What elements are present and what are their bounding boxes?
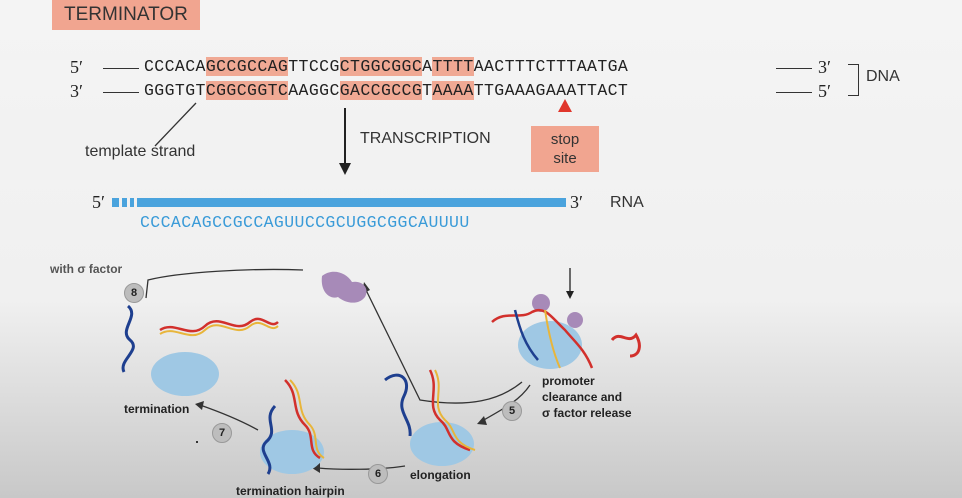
cycle-arrow-6-head (312, 463, 320, 473)
stop-site-label-line-2: site (553, 150, 577, 167)
dna-label: DNA (866, 68, 900, 85)
dna-seg-highlight: CTGGCGGC (339, 57, 423, 76)
template-strand-label: template strand (85, 143, 196, 160)
dna-strand-blue (384, 373, 412, 437)
cycle-arrow-6 (317, 465, 406, 470)
rna-sequence: CCCACAGCCGCCAGUUCCGCUGGCGGCAUUUU (140, 213, 470, 232)
dna-strand-red (491, 308, 594, 369)
dna-bottom-left-line (103, 92, 139, 93)
rna-dash (112, 198, 119, 207)
dna-strand-red (428, 369, 471, 452)
step-5-badge: 5 (502, 401, 522, 421)
dna-strand-yellow (159, 321, 279, 337)
dna-seg-highlight: AAAA (432, 81, 474, 100)
step-6-badge: 6 (368, 464, 388, 484)
dna-strand-blue (513, 309, 539, 361)
dna-seg: CCCACA (144, 57, 206, 76)
rna-bar (137, 198, 566, 207)
dna-seg-highlight: GACCGCCG (339, 81, 423, 100)
dna-strand-red (284, 379, 321, 460)
promoter-clearance-label: promoter clearance and σ factor release (542, 373, 632, 421)
dna-top-3prime: 3′ (818, 57, 831, 77)
terminator-title: TERMINATOR (52, 0, 200, 30)
dna-seg-highlight: CGGCGGTC (205, 81, 289, 100)
dna-top-strand: CCCACAGCCGCCAGTTCCGCTGGCGGCATTTTAACTTTCT… (144, 57, 628, 76)
dna-bottom-right-line (776, 92, 812, 93)
stop-site-label-line-1: stop (550, 131, 580, 148)
dna-strand-yellow (289, 379, 325, 459)
rna-3prime: 3′ (570, 192, 583, 212)
dna-top-5prime: 5′ (70, 57, 83, 77)
dna-bottom-5prime: 5′ (818, 81, 831, 101)
dna-top-right-line (776, 68, 812, 69)
dna-strand-yellow (434, 369, 476, 451)
polymerase-hairpin (260, 430, 324, 474)
dna-strand-red-free (610, 332, 641, 358)
dna-strand-blue (261, 404, 277, 475)
dna-strand-blue (121, 304, 135, 373)
termination-hairpin-label: termination hairpin (236, 484, 345, 498)
polymerase-elongation (410, 422, 474, 466)
rna-label: RNA (610, 194, 644, 211)
transcription-arrow-head (339, 163, 351, 175)
stop-site-marker (558, 99, 572, 112)
promoter-label-line-1: promoter (542, 374, 595, 388)
stop-site-box: stop site (531, 126, 599, 172)
dna-bottom-strand: GGGTGTCGGCGGTCAAGGCGACCGCCGTAAAATTGAAAGA… (144, 81, 628, 100)
cycle-cut-label: with σ factor (50, 262, 123, 276)
dna-top-left-line (103, 68, 139, 69)
dna-strand-red (159, 317, 279, 333)
sigma-factor-promoter-2 (567, 312, 583, 328)
cycle-arrow-7-head (195, 401, 204, 410)
cycle-arrow-5-head (477, 416, 487, 425)
rna-5prime: 5′ (92, 192, 105, 212)
dot-mark (196, 441, 198, 443)
rna-dash (130, 198, 134, 207)
dna-seg: A (422, 57, 433, 76)
dna-bracket (848, 64, 859, 96)
dna-seg: AAGGC (288, 81, 340, 100)
polymerase-termination (151, 352, 219, 396)
dna-seg: GGGTGT (144, 81, 206, 100)
dna-seg: T (422, 81, 433, 100)
promoter-label-line-3: σ factor release (542, 406, 632, 420)
termination-label: termination (124, 402, 190, 416)
sigma-factor-shape (321, 271, 367, 303)
dna-strand-yellow (544, 309, 561, 369)
dna-seg: TTCCG (288, 57, 340, 76)
cycle-arrow-7 (199, 404, 259, 431)
rna-dash (122, 198, 127, 207)
dna-seg: AACTTTCTTTAATGA (473, 57, 629, 76)
step-7-badge: 7 (212, 423, 232, 443)
dna-seg-highlight: GCCGCCAG (205, 57, 289, 76)
dna-bottom-3prime: 3′ (70, 81, 83, 101)
cycle-arrow-to-8 (145, 268, 304, 299)
cycle-arrow-down-head (566, 291, 574, 299)
template-strand-pointer (154, 102, 197, 147)
dna-seg-highlight: TTTT (432, 57, 474, 76)
dna-seg: TTGAAAGAAATTACT (473, 81, 629, 100)
elongation-label: elongation (410, 468, 471, 482)
promoter-label-line-2: clearance and (542, 390, 623, 404)
transcription-label: TRANSCRIPTION (360, 130, 491, 147)
step-8-badge: 8 (124, 283, 144, 303)
sigma-factor-promoter (532, 294, 550, 312)
cycle-arrow-to-top (365, 289, 523, 404)
